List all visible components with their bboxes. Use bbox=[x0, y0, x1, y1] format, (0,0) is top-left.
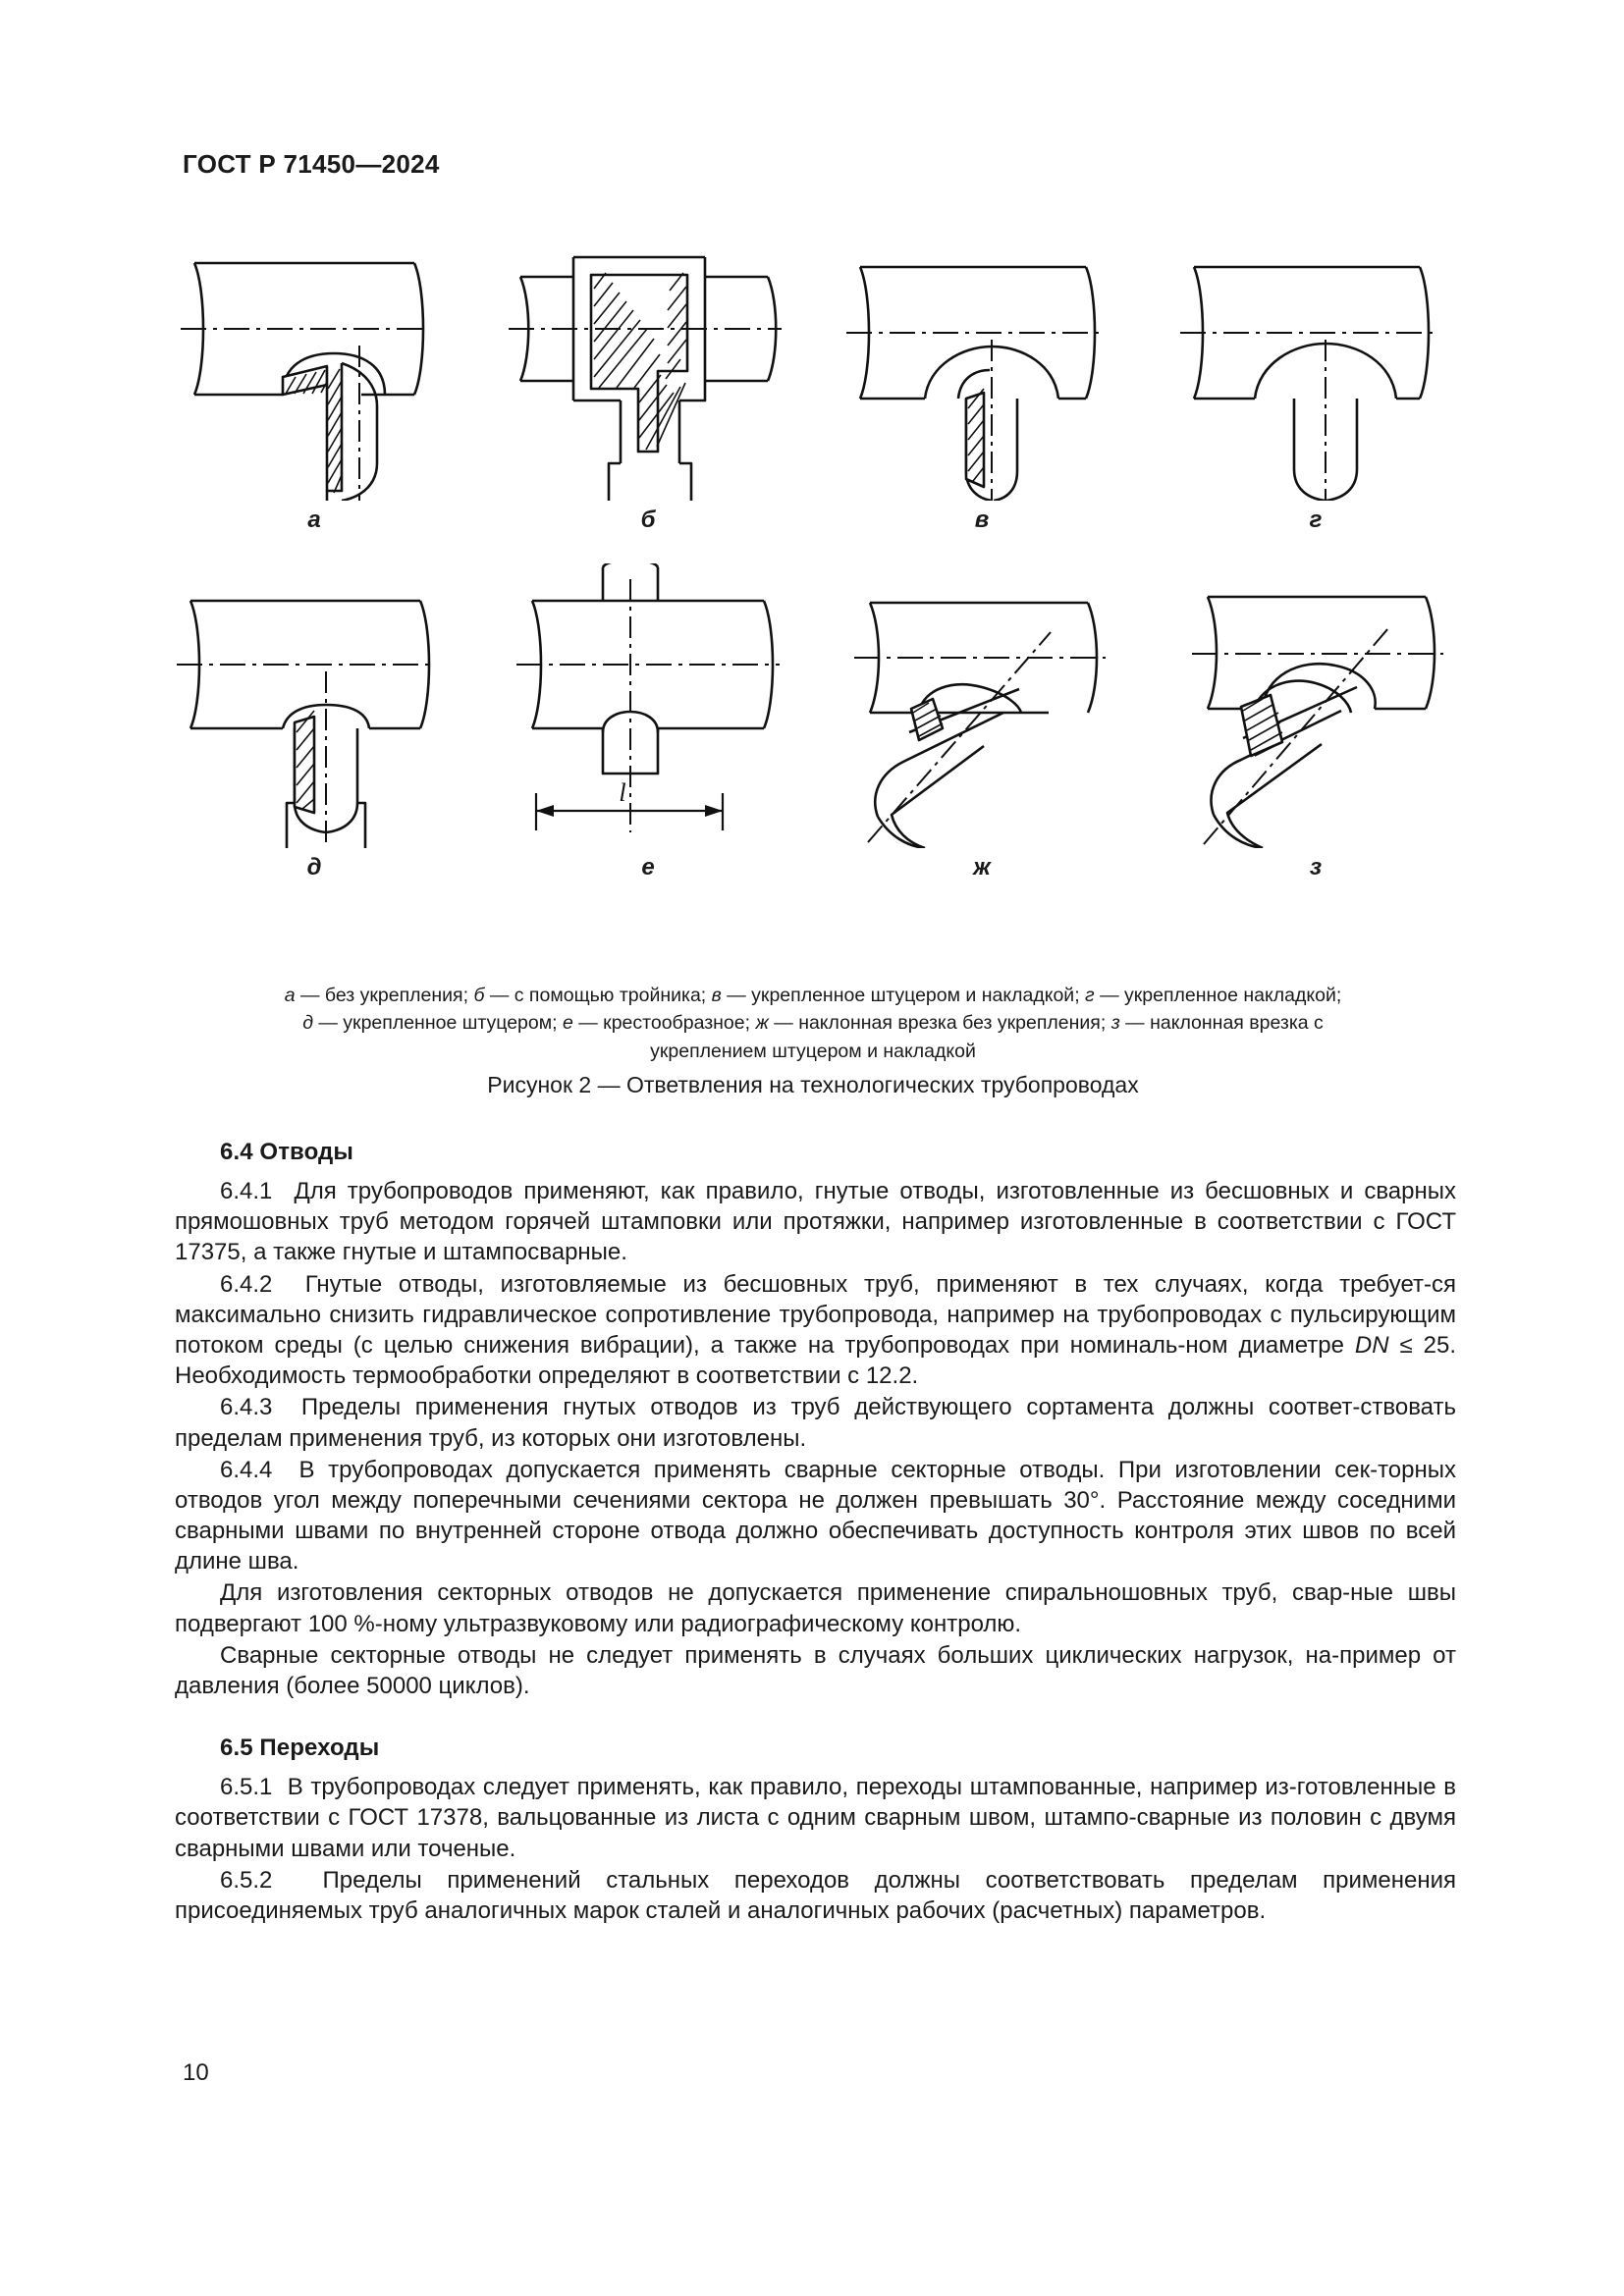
figure-panel-label: е bbox=[641, 854, 655, 881]
paragraph-6-4-1: 6.4.1 Для трубопроводов применяют, как п… bbox=[175, 1178, 1456, 1266]
paragraph-6-5-1: 6.5.1 В трубопроводах следует применять,… bbox=[175, 1774, 1456, 1862]
dimension-label-l: l bbox=[619, 778, 625, 807]
branch-diagram-z bbox=[1192, 595, 1443, 848]
branch-diagram-zh bbox=[854, 601, 1106, 848]
figure-panel-label: б bbox=[640, 507, 656, 533]
figure-panel-b: б bbox=[501, 206, 795, 534]
branch-diagram-v bbox=[846, 265, 1102, 501]
branch-diagram-d bbox=[177, 599, 434, 848]
paragraph-6-5-2: 6.5.2 Пределы применений стальных перехо… bbox=[175, 1866, 1456, 1924]
paragraph-6-4-2: 6.4.2 Гнутые отводы, изготовляемые из бе… bbox=[175, 1270, 1456, 1390]
body-content: 6.4 Отводы 6.4.1 Для трубопроводов приме… bbox=[175, 1139, 1456, 1927]
dimension-arrow-left bbox=[536, 805, 554, 817]
branch-diagram-g bbox=[1180, 265, 1435, 501]
figure-panel-zh: ж bbox=[835, 563, 1129, 881]
figure-panel-e: l е bbox=[501, 563, 795, 881]
figure-panel-a: а bbox=[167, 206, 461, 534]
figure-row-bottom: д bbox=[167, 563, 1463, 881]
branch-diagram-e: l bbox=[516, 563, 780, 832]
paragraph-6-4-3: 6.4.3 Пределы применения гнутых отводов … bbox=[175, 1394, 1456, 1452]
paragraph-6-4-6: Сварные секторные отводы не следует прим… bbox=[175, 1641, 1456, 1699]
figure-panel-label: в bbox=[974, 507, 990, 533]
figure-legend: а — без укрепления; б — с помощью тройни… bbox=[175, 982, 1451, 1065]
figure-panel-g: г bbox=[1168, 206, 1463, 534]
paragraph-6-4-5: Для изготовления секторных отводов не до… bbox=[175, 1579, 1456, 1637]
axis-line-inclined-zh bbox=[867, 631, 1052, 843]
paragraph-6-4-4: 6.4.4 В трубопроводах допускается примен… bbox=[175, 1456, 1456, 1575]
figure-panel-z: з bbox=[1168, 563, 1463, 881]
figure-row-top: а bbox=[167, 206, 1463, 534]
figure-panel-v: в bbox=[835, 206, 1129, 534]
figure-legend-line-2: д — укрепленное штуцером; е — крестообра… bbox=[302, 1012, 1324, 1035]
dimension-line-l bbox=[534, 793, 725, 830]
standard-number-header: ГОСТ Р 71450—2024 bbox=[183, 149, 440, 179]
section-heading-6-5: 6.5 Переходы bbox=[220, 1735, 380, 1762]
branch-diagram-a bbox=[181, 261, 428, 501]
branch-diagram-b bbox=[509, 255, 782, 501]
figure-panel-label: ж bbox=[973, 854, 991, 881]
figure-panel-grid: а bbox=[167, 206, 1463, 881]
section-heading-6-4: 6.4 Отводы bbox=[220, 1139, 353, 1165]
page-number: 10 bbox=[183, 2059, 209, 2086]
figure-panel-d: д bbox=[167, 563, 461, 881]
figure-caption: Рисунок 2 — Ответвления на технологическ… bbox=[487, 1072, 1139, 1097]
figure-legend-line-3: укреплением штуцером и накладкой bbox=[650, 1040, 976, 1062]
figure-panel-label: а bbox=[307, 507, 321, 533]
axis-line-inclined-z bbox=[1203, 627, 1389, 845]
figure-2: а bbox=[167, 206, 1463, 881]
figure-panel-label: г bbox=[1309, 507, 1323, 533]
dimension-arrow-right bbox=[705, 805, 723, 817]
figure-legend-line-1: а — без укрепления; б — с помощью тройни… bbox=[284, 985, 1342, 1006]
figure-panel-label: д bbox=[306, 854, 322, 881]
figure-panel-label: з bbox=[1309, 854, 1323, 881]
